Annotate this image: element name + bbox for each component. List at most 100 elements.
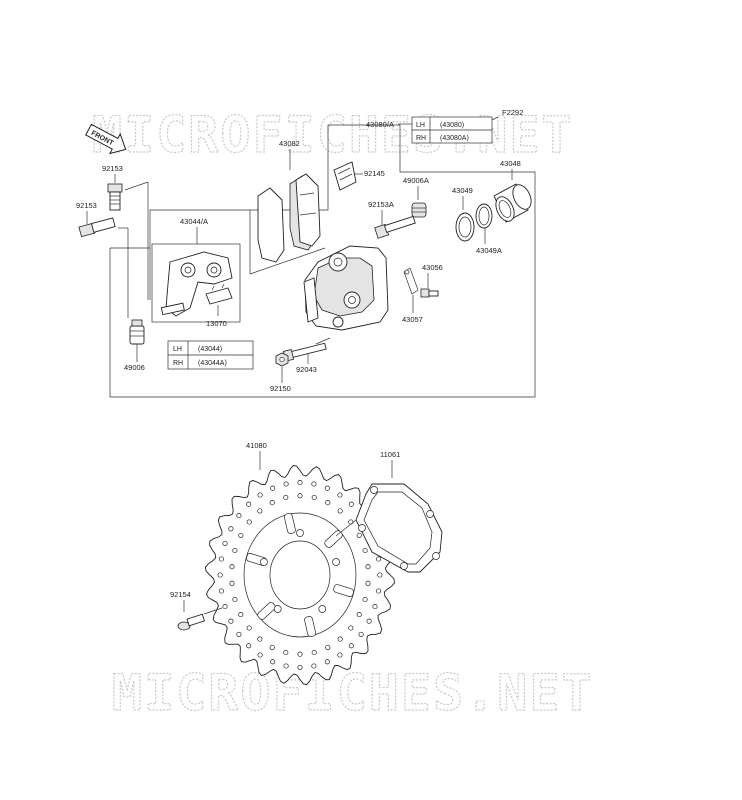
- caliper-table-rh-side: RH: [416, 135, 426, 142]
- disc-drill-hole: [283, 494, 289, 501]
- disc-drill-hole: [257, 492, 263, 498]
- bolt-92153-top: [107, 183, 123, 211]
- disc-drill-hole: [228, 526, 234, 532]
- caliper-body-43080: [303, 245, 389, 331]
- bolt-92153-left: [78, 217, 116, 238]
- disc-drill-hole: [311, 481, 317, 487]
- callout-92043: 92043: [296, 365, 317, 374]
- disc-drill-hole: [229, 564, 235, 570]
- clip-43057: [403, 267, 419, 295]
- callout-49006A: 49006A: [403, 176, 429, 185]
- callout-92150: 92150: [270, 384, 291, 393]
- caliper-side-table: LH (43080) RH (43080A): [411, 116, 493, 144]
- disc-drill-hole: [311, 649, 317, 656]
- disc-drill-hole: [297, 664, 303, 670]
- disc-drill-hole: [283, 663, 289, 669]
- disc-mount-hole: [318, 605, 327, 613]
- disc-drill-hole: [246, 643, 252, 649]
- disc-carrier-slot: [284, 513, 296, 534]
- bracket-table-lh-part: (43044): [198, 346, 222, 353]
- disc-drill-hole: [358, 631, 364, 637]
- bracket-frame: [151, 243, 241, 323]
- disc-drill-hole: [372, 604, 378, 610]
- disc-carrier-slot: [257, 602, 276, 620]
- disc-drill-hole: [238, 532, 244, 538]
- disc-hub: [269, 540, 331, 610]
- disc-drill-hole: [356, 532, 362, 538]
- disc-drill-hole: [324, 485, 330, 491]
- callout-43056: 43056: [422, 263, 443, 272]
- caliper-table-lh-part: (43080): [440, 122, 464, 129]
- disc-drill-hole: [229, 580, 235, 586]
- disc-drill-hole: [257, 652, 263, 658]
- disc-drill-hole: [365, 564, 371, 570]
- disc-drill-hole: [348, 501, 354, 507]
- pin-92153A: [374, 215, 416, 239]
- disc-drill-hole: [283, 481, 289, 487]
- disc-drill-hole: [377, 572, 383, 578]
- callout-43049: 43049: [452, 186, 473, 195]
- disc-mount-hole: [332, 558, 340, 566]
- caliper-table-lh-side: LH: [416, 122, 425, 129]
- callout-92153A: 92153A: [368, 200, 394, 209]
- callout-92153-left: 92153: [76, 201, 97, 210]
- disc-drill-hole: [238, 612, 244, 618]
- disc-drill-hole: [362, 547, 368, 554]
- callout-43044: 43044/A: [180, 217, 208, 226]
- callout-43082: 43082: [279, 139, 300, 148]
- disc-drill-hole: [283, 649, 289, 656]
- piston-43048: [493, 183, 532, 223]
- disc-drill-hole: [246, 519, 252, 525]
- disc-drill-hole: [218, 588, 224, 594]
- disc-drill-hole: [270, 659, 276, 665]
- disc-drill-hole: [376, 556, 382, 562]
- gasket-11061: [355, 483, 443, 573]
- brake-pads-43082: [257, 173, 321, 263]
- callout-92145: 92145: [364, 169, 385, 178]
- disc-drill-hole: [217, 572, 223, 578]
- disc-drill-hole: [325, 500, 331, 506]
- disc-carrier-slot: [333, 584, 354, 597]
- disc-drill-hole: [311, 663, 317, 669]
- bolt-92154: [177, 613, 206, 631]
- disc-drill-hole: [228, 618, 234, 624]
- disc-mount-hole: [273, 605, 282, 613]
- disc-drill-hole: [337, 508, 343, 514]
- callout-13070: 13070: [206, 319, 227, 328]
- disc-drill-hole: [232, 596, 238, 603]
- callout-43080: 43080/A: [366, 120, 394, 129]
- pad-spring-92145: [333, 161, 357, 191]
- disc-drill-hole: [232, 547, 238, 554]
- disc-drill-hole: [337, 492, 343, 498]
- disc-drill-hole: [324, 659, 330, 665]
- disc-drill-hole: [257, 508, 263, 514]
- disc-drill-hole: [325, 644, 331, 650]
- disc-drill-hole: [297, 480, 303, 486]
- disc-drill-hole: [337, 636, 343, 642]
- disc-mount-hole: [260, 558, 268, 566]
- disc-drill-hole: [222, 540, 228, 546]
- disc-carrier-slot: [304, 616, 316, 637]
- callout-43057: 43057: [402, 315, 423, 324]
- callout-41080: 41080: [246, 441, 267, 450]
- caliper-table-rh-part: (43080A): [440, 135, 469, 142]
- bleeder-valve-43056: [420, 288, 439, 298]
- watermark-bottom: MICROFICHES.NET: [112, 664, 594, 722]
- callout-43049A: 43049A: [476, 246, 502, 255]
- bracket-43044: [160, 251, 233, 317]
- disc-mount-hole: [296, 529, 304, 537]
- disc-drill-hole: [218, 556, 224, 562]
- boot-49006: [129, 319, 145, 345]
- nut-92150: [275, 352, 289, 367]
- callout-11061: 11061: [380, 450, 400, 459]
- pad-clip-13070: [205, 283, 233, 305]
- disc-drill-hole: [257, 636, 263, 642]
- disc-drill-hole: [222, 604, 228, 610]
- disc-drill-hole: [297, 651, 303, 657]
- disc-drill-hole: [311, 494, 317, 501]
- diagram-code: F2292: [502, 108, 523, 117]
- disc-drill-hole: [270, 485, 276, 491]
- bracket-table-lh-side: LH: [173, 346, 182, 353]
- disc-drill-hole: [246, 625, 252, 631]
